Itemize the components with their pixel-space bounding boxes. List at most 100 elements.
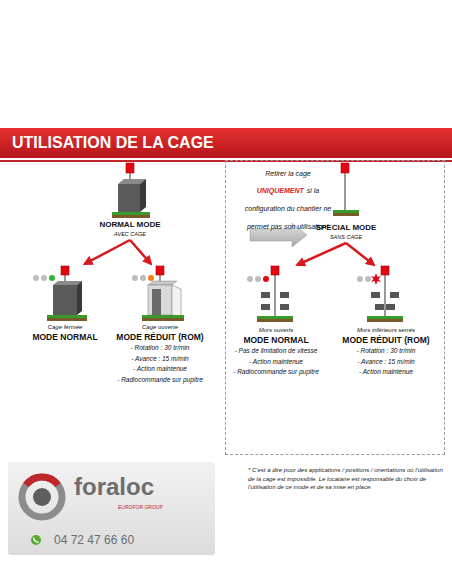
cage-top [53, 281, 82, 285]
jaw [371, 292, 380, 298]
cage-closed [53, 285, 77, 315]
node-box: foralocEUROFOR GROUP 04 72 47 66 60 [8, 462, 215, 555]
title-bar [0, 128, 452, 158]
light-off [357, 276, 363, 282]
logo-arc [26, 477, 58, 485]
cage-door [172, 285, 181, 319]
red-flag [61, 266, 69, 275]
node-box: Retirer la cageUNIQUEMENTsi la configura… [225, 160, 445, 455]
node-text: - Action maintenue [110, 364, 210, 375]
node-box: Cage ouverteMODE RÉDUIT (ROM)- Rotation … [110, 263, 210, 385]
jaw-closed [386, 304, 395, 310]
light-off [33, 275, 39, 281]
arrow-connector [130, 240, 151, 264]
ground-grass [47, 315, 87, 318]
cage-interior [152, 289, 161, 315]
jaw [261, 304, 270, 310]
light-green [49, 275, 55, 281]
ground-grass [367, 316, 403, 319]
footnote: * C'est à dire pour des applications / p… [248, 466, 444, 492]
node-text: Cage fermée [20, 323, 110, 332]
node-text: UNIQUEMENT [257, 187, 304, 194]
ground-grass [257, 316, 293, 319]
node-text: AVEC CAGE [85, 230, 175, 238]
node-text: - Avance : 15 m/min [110, 354, 210, 365]
light-off [41, 275, 47, 281]
red-flag [156, 266, 164, 275]
node-text: - Radiocommande sur pupitre [110, 375, 210, 386]
cage-front [118, 184, 140, 212]
node-text: MODE NORMAL [20, 332, 110, 343]
ground-soil [367, 319, 403, 322]
node-box: Mors ouvertsMODE NORMAL- Pas de limitati… [226, 264, 326, 378]
node-box: Cage ferméeMODE NORMAL [20, 263, 110, 343]
flag-pole [129, 173, 131, 180]
light-red-flash [371, 273, 381, 285]
node-text: SPECIAL MODE [311, 223, 381, 233]
light-red [263, 276, 269, 282]
node-text: MODE RÉDUIT (ROM) [110, 332, 210, 343]
ground-soil [333, 213, 359, 216]
jaw-closed [375, 304, 384, 310]
title: UTILISATION DE LA CAGE [0, 128, 452, 158]
cage-open [148, 285, 172, 315]
node-text: Mors inférieurs serrés [331, 326, 441, 335]
logo-panel [8, 462, 215, 555]
node-box: NORMAL MODEAVEC CAGE [85, 160, 175, 238]
logo-ring [22, 477, 62, 517]
arrow-connector [297, 243, 346, 265]
mast [384, 275, 386, 316]
node-text: Cage ouverte [110, 323, 210, 332]
cage-top [148, 281, 177, 285]
logo-core [33, 488, 51, 506]
arrow-connector [85, 240, 131, 264]
ground-grass [112, 212, 150, 215]
mast [344, 173, 346, 210]
mast [274, 275, 276, 316]
light-orange [148, 275, 154, 281]
cage-side [77, 281, 82, 315]
light-off [140, 275, 146, 281]
jaw [261, 292, 270, 298]
red-flag [271, 266, 279, 275]
phone-icon [31, 535, 41, 545]
ground-soil [47, 318, 87, 321]
node-text: - Rotation : 30 tr/min [110, 343, 210, 354]
red-flag [381, 266, 389, 275]
ground-grass [333, 210, 359, 213]
node-text: foraloc [74, 474, 154, 500]
node-box: Mors inférieurs serrésMODE RÉDUIT (ROM)-… [331, 264, 441, 378]
node-text: EUROFOR GROUP [118, 504, 163, 510]
node-text: Retirer la cage [242, 169, 334, 179]
node-text: 04 72 47 66 60 [54, 533, 134, 547]
node-text: - Action maintenue [331, 367, 441, 378]
phone-handset [34, 538, 39, 543]
arrow-connector [346, 243, 374, 265]
node-text: - Rotation : 30 tr/min [331, 346, 441, 357]
jaw [280, 304, 289, 310]
node-text: MODE NORMAL [226, 335, 326, 346]
ground-soil [142, 318, 184, 321]
light-off [255, 276, 261, 282]
node-text: MODE RÉDUIT (ROM) [331, 335, 441, 346]
node-text: - Pas de limitation de vitesse [226, 346, 326, 357]
ground-soil [112, 215, 150, 218]
node-text: Mors ouverts [226, 326, 326, 335]
node-box: SPECIAL MODESANS CAGE [311, 161, 381, 241]
light-off [247, 276, 253, 282]
red-flag [341, 163, 349, 173]
ground-soil [257, 319, 293, 322]
node-text: - Avance : 15 m/min [331, 357, 441, 368]
node-text: NORMAL MODE [85, 220, 175, 230]
light-off [365, 276, 371, 282]
node-text: SANS CAGE [311, 233, 381, 241]
node-text: - Action maintenue [226, 357, 326, 368]
jaw [280, 292, 289, 298]
flag-pole [64, 275, 66, 282]
jaw [390, 292, 399, 298]
light-off [132, 275, 138, 281]
red-flag [126, 163, 134, 173]
cage-side [140, 179, 146, 212]
